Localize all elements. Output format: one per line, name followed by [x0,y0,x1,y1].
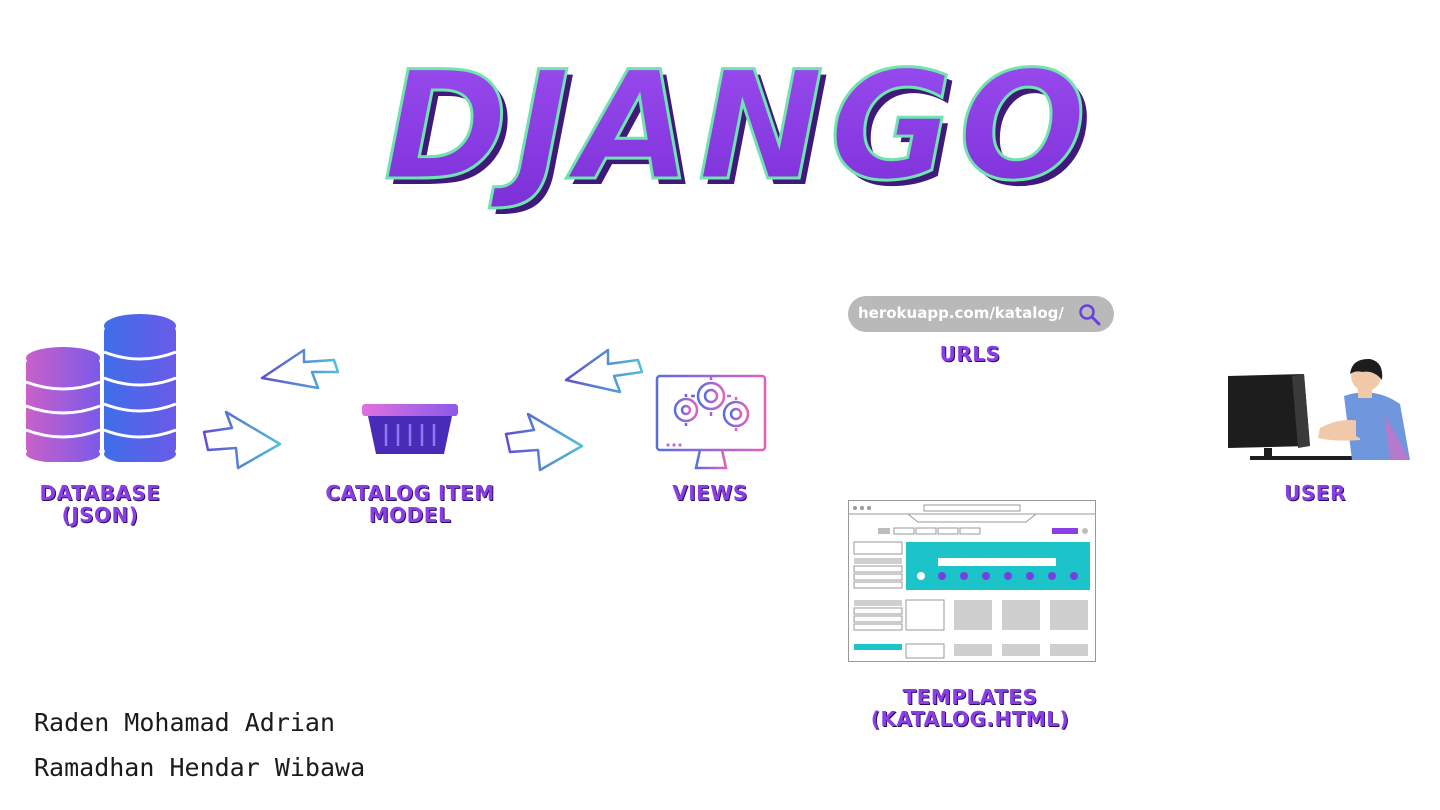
author-2: Ramadhan Hendar Wibawa [34,753,366,782]
model-label: CATALOG ITEM MODEL [325,481,495,527]
search-icon[interactable] [1078,303,1102,327]
views-label: VIEWS [672,481,748,505]
monitor-gears-icon [655,374,767,472]
user-computer-illustration [1228,358,1410,460]
url-text: herokuapp.com/katalog/ [858,304,1064,322]
arrow-db-to-model [202,410,282,470]
templates-label: TEMPLATES (KATALOG.HTML) [870,685,1070,731]
database-icon [25,314,177,462]
database-label: DATABASE (JSON) [39,481,161,527]
user-label: USER [1284,481,1346,505]
basket-icon [362,404,458,454]
urls-label: URLS [939,342,1001,366]
svg-text:DJANGO: DJANGO [384,40,1093,214]
arrow-views-to-model [564,348,644,394]
arrow-model-to-db [260,348,340,390]
url-search-bar[interactable]: herokuapp.com/katalog/ [848,296,1114,332]
flow-arrows [202,348,644,472]
svg-text:DJANGO: DJANGO [390,46,1099,218]
title-logo: DJANGO DJANGO [382,39,1099,219]
author-1: Raden Mohamad Adrian [34,708,336,737]
arrow-model-to-views [504,412,584,472]
template-wireframe [848,500,1096,662]
